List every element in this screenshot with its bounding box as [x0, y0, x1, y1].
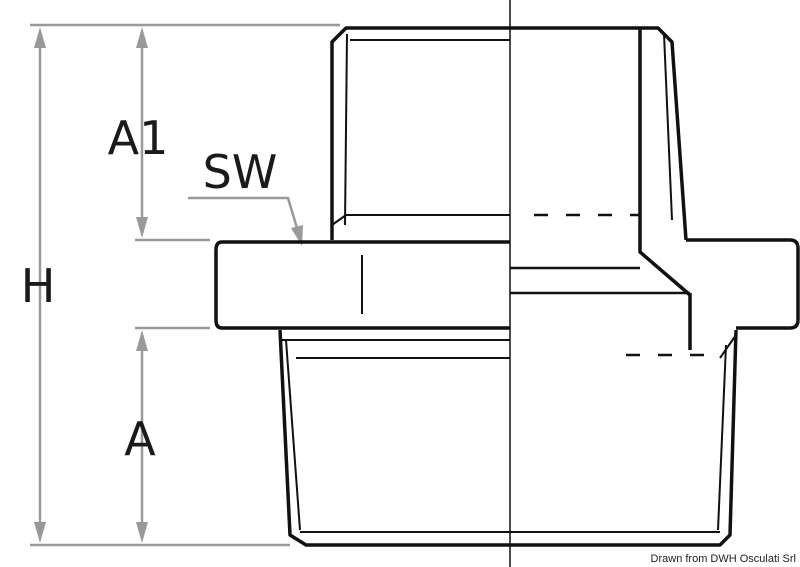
arrowhead-h-bottom — [34, 522, 46, 543]
label-a: A — [124, 412, 156, 466]
label-sw: SW — [203, 145, 278, 199]
lower-thread-chamfer-right — [719, 334, 737, 359]
upper-thread-body — [330, 26, 688, 241]
upper-thread-chamfer-base — [331, 214, 347, 226]
lower-thread-left-chamfer — [285, 339, 301, 531]
dimension-arrowheads — [34, 27, 303, 543]
label-a1: A1 — [108, 111, 169, 165]
upper-thread-left-chamfer — [344, 33, 348, 226]
arrowhead-a-top — [136, 330, 148, 351]
credit-text: Drawn from DWH Osculati Srl — [651, 553, 796, 565]
hex-flange-left — [214, 240, 510, 330]
label-h: H — [21, 259, 56, 313]
arrowhead-h-top — [34, 27, 46, 48]
sw-leader-line — [188, 196, 302, 239]
lower-thread-body — [278, 329, 738, 547]
arrowhead-a1-bottom — [136, 217, 148, 238]
section-flange-right — [686, 238, 800, 330]
fitting-outline — [214, 26, 800, 547]
arrowhead-a1-top — [136, 27, 148, 48]
upper-thread-right-chamfer — [663, 33, 673, 221]
lower-thread-right-chamfer — [717, 344, 727, 531]
hidden-lines — [534, 213, 712, 357]
dimension-lines — [30, 23, 340, 547]
section-upper-wall — [638, 28, 692, 297]
arrowhead-a-bottom — [136, 522, 148, 543]
